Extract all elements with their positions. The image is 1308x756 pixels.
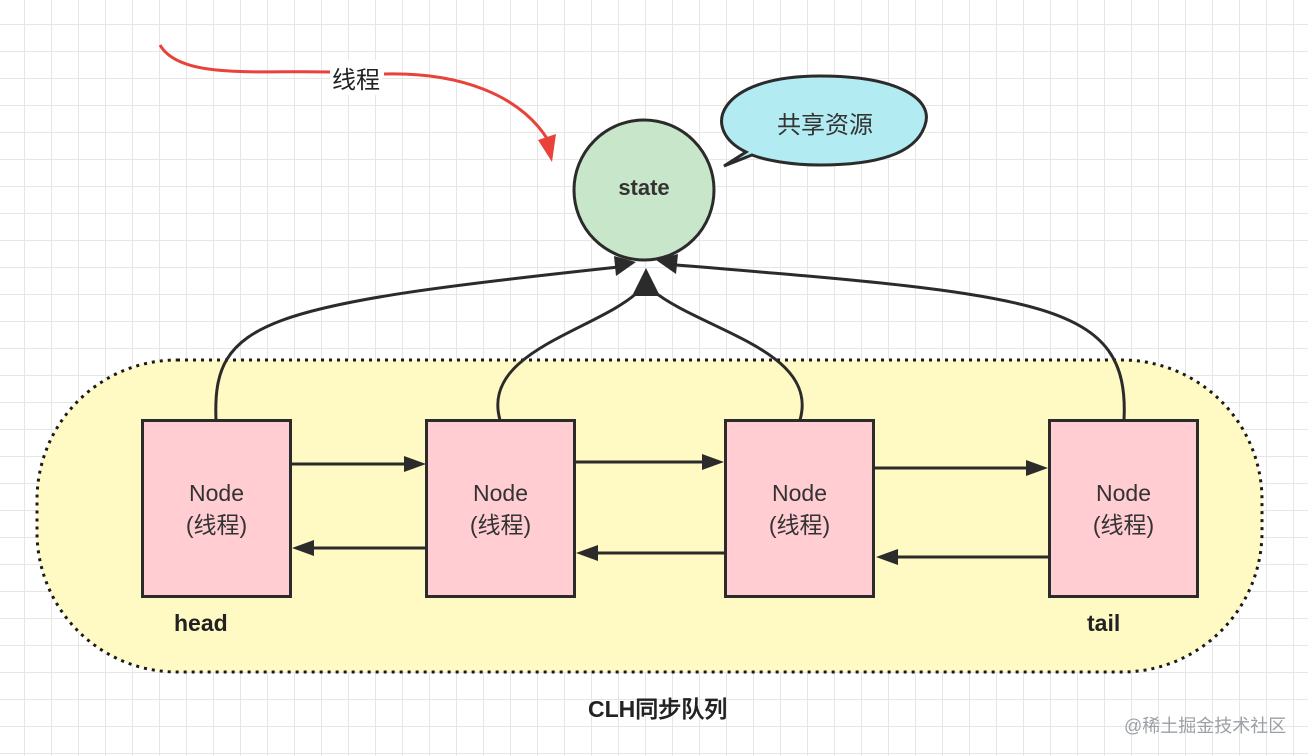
thread-arrowhead [538, 134, 556, 162]
state-circle [572, 118, 716, 262]
node-subtitle: (线程) [185, 511, 248, 538]
node-title: Node [189, 479, 244, 506]
clh-queue-label: CLH同步队列 [588, 696, 728, 722]
node-subtitle: (线程) [469, 511, 532, 538]
clh-queue-region [35, 358, 1264, 674]
curve-node4-to-state [663, 262, 1126, 421]
node-subtitle: (线程) [768, 511, 831, 538]
curve-middle-arrowhead [632, 268, 660, 296]
node-title: Node [473, 479, 528, 506]
queue-node-1: Node (线程) [141, 419, 292, 598]
curve-node1-arrowhead [614, 256, 636, 276]
queue-links [290, 454, 1048, 565]
queue-node-4: Node (线程) [1048, 419, 1199, 598]
state-label: state [618, 175, 670, 200]
node-title: Node [1096, 479, 1151, 506]
node-title: Node [772, 479, 827, 506]
shared-resource-label: 共享资源 [777, 112, 873, 139]
queue-node-3: Node (线程) [724, 419, 875, 598]
curve-node1-to-state [214, 264, 629, 421]
thread-label: 线程 [330, 60, 382, 95]
watermark: @稀土掘金技术社区 [1124, 716, 1287, 736]
tail-label: tail [1087, 610, 1121, 636]
shared-resource-bubble [720, 74, 928, 168]
queue-node-2: Node (线程) [425, 419, 576, 598]
curve-node2-to-state [496, 288, 642, 421]
curve-node3-to-state [651, 288, 804, 421]
thread-arrow [158, 44, 550, 141]
node-subtitle: (线程) [1092, 511, 1155, 538]
head-label: head [174, 610, 228, 636]
